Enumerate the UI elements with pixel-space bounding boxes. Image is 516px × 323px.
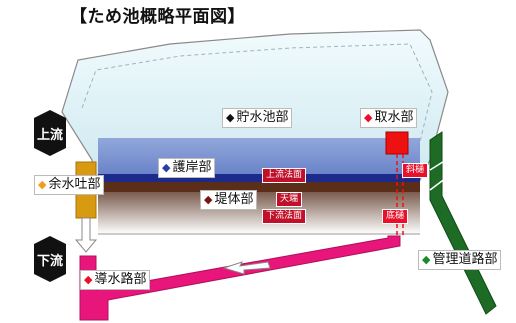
intake-label: ◆取水部 (360, 108, 418, 128)
downstream-hexagon (34, 236, 66, 282)
downstream-slope-area (98, 192, 420, 234)
embankment-marker-icon: ◆ (204, 193, 213, 206)
intake-tower (385, 131, 409, 155)
embankment-label: ◆堤体部 (200, 190, 258, 210)
revetment-band (98, 174, 420, 182)
upstream-slope-tag: 上流法面 (262, 168, 307, 183)
embankment-crest (98, 182, 420, 192)
revetment-marker-icon: ◆ (162, 161, 171, 174)
upstream-label: 上流 (36, 128, 63, 143)
spillway-arrow (74, 217, 98, 253)
diagram-title: 【ため池概略平面図】 (70, 7, 245, 27)
road-label: ◆管理道路部 (418, 250, 502, 270)
road-lines (429, 159, 447, 191)
storage-marker-icon: ◆ (226, 111, 235, 124)
crest-tag: 天端 (276, 192, 303, 207)
upstream-hexagon (34, 110, 66, 156)
inclined-pipe-tag: 斜樋 (402, 163, 429, 178)
intake-marker-icon: ◆ (364, 111, 373, 124)
water-channel (79, 235, 401, 321)
channel-marker-icon: ◆ (84, 273, 93, 286)
spillway-marker-icon: ◆ (38, 178, 47, 191)
spillway-label: ◆余水吐部 (34, 175, 105, 195)
water-surface (98, 138, 420, 174)
revetment-label: ◆護岸部 (158, 158, 216, 178)
downstream-label: 下流 (36, 254, 63, 269)
reservoir-inner-line (81, 43, 433, 151)
channel-flow-arrow (222, 261, 271, 275)
road-marker-icon: ◆ (422, 253, 431, 266)
storage-label: ◆貯水池部 (222, 108, 293, 128)
bottom-pipe-tag: 底樋 (382, 209, 409, 224)
management-road (429, 131, 497, 315)
channel-label: ◆導水路部 (80, 270, 151, 290)
downstream-slope-tag: 下流法面 (262, 209, 307, 224)
